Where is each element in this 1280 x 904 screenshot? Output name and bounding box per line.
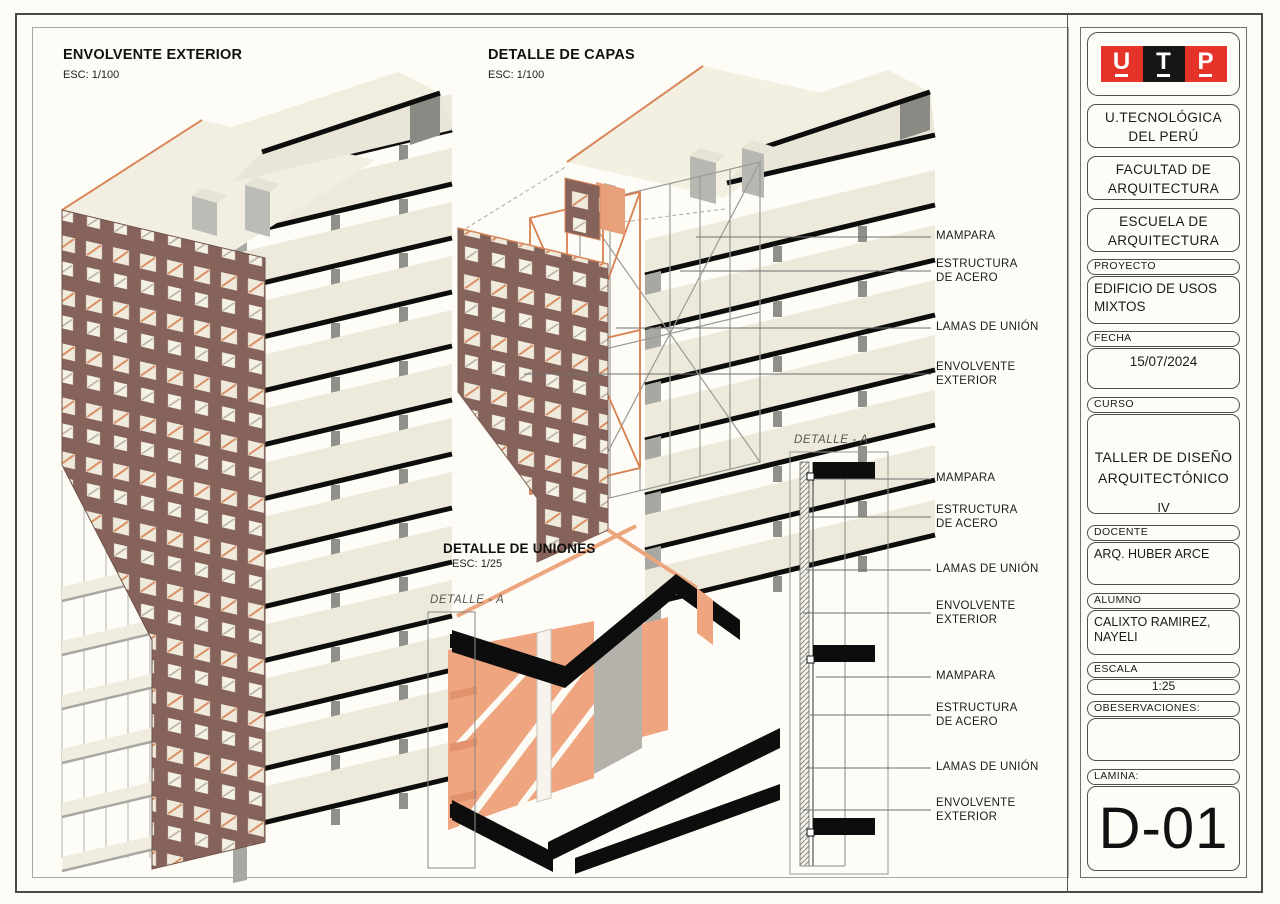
course-value2: IV — [1157, 500, 1170, 515]
logo-letter-u: U — [1100, 46, 1143, 82]
student-value: CALIXTO RAMIREZ, NAYELI — [1087, 610, 1240, 655]
seccion-label-envolvente-1: ENVOLVENTE EXTERIOR — [936, 600, 1016, 626]
uniones-title: DETALLE DE UNIONES — [443, 541, 596, 556]
capas-label-estructura: ESTRUCTURA DE ACERO — [936, 258, 1018, 284]
logo-letter-p: P — [1184, 46, 1227, 82]
teacher-value: ARQ. HUBER ARCE — [1087, 542, 1240, 585]
observations-value — [1087, 718, 1240, 761]
capas-title: DETALLE DE CAPAS — [488, 47, 635, 63]
capas-scale: ESC: 1/100 — [488, 69, 545, 81]
sheet-number-label: LAMINA: — [1087, 769, 1240, 785]
course-value: TALLER DE DISEÑO ARQUITECTÓNICO — [1094, 449, 1233, 486]
title-block: U T P U.TECNOLÓGICA DEL PERÚ FACULTAD DE… — [1080, 27, 1247, 878]
seccion-label-estructura-2: ESTRUCTURA DE ACERO — [936, 702, 1018, 728]
uniones-callout: DETALLE - A — [430, 594, 505, 606]
seccion-label-estructura-1: ESTRUCTURA DE ACERO — [936, 504, 1018, 530]
teacher-label: DOCENTE — [1087, 525, 1240, 541]
student-label: ALUMNO — [1087, 593, 1240, 609]
project-value: EDIFICIO DE USOS MIXTOS — [1087, 276, 1240, 324]
date-value: 15/07/2024 — [1087, 348, 1240, 389]
titleblock-divider — [1067, 13, 1068, 893]
seccion-label-mampara-2: MAMPARA — [936, 670, 996, 682]
sheet-number-value: D-01 — [1087, 786, 1240, 871]
project-label: PROYECTO — [1087, 259, 1240, 275]
school-name: ESCUELA DE ARQUITECTURA — [1087, 208, 1240, 252]
course-label: CURSO — [1087, 397, 1240, 413]
faculty-name: FACULTAD DE ARQUITECTURA — [1087, 156, 1240, 200]
drawing-area-border — [32, 27, 1069, 878]
date-label: FECHA — [1087, 331, 1240, 347]
logo-letter-t: T — [1142, 46, 1185, 82]
capas-label-lamas: LAMAS DE UNIÓN — [936, 321, 1039, 333]
observations-label: OBESERVACIONES: — [1087, 701, 1240, 717]
uniones-scale: ESC: 1/25 — [452, 558, 503, 570]
seccion-label-lamas-2: LAMAS DE UNIÓN — [936, 761, 1039, 773]
capas-label-envolvente: ENVOLVENTE EXTERIOR — [936, 361, 1016, 387]
scale-label: ESCALA — [1087, 662, 1240, 678]
envolvente-title: ENVOLVENTE EXTERIOR — [63, 47, 243, 63]
seccion-label-lamas-1: LAMAS DE UNIÓN — [936, 563, 1039, 575]
seccion-label-mampara-1: MAMPARA — [936, 472, 996, 484]
utp-logo: U T P — [1088, 33, 1239, 95]
sheet-outer-border — [15, 13, 1263, 893]
seccion-label-envolvente-2: ENVOLVENTE EXTERIOR — [936, 797, 1016, 823]
course-box: TALLER DE DISEÑO ARQUITECTÓNICO IV — [1087, 414, 1240, 515]
capas-label-mampara: MAMPARA — [936, 230, 996, 242]
envolvente-scale: ESC: 1/100 — [63, 69, 120, 81]
seccion-callout: DETALLE - A — [794, 434, 869, 446]
university-name: U.TECNOLÓGICA DEL PERÚ — [1087, 104, 1240, 148]
utp-logo-box: U T P — [1087, 32, 1240, 96]
scale-value: 1:25 — [1087, 679, 1240, 695]
